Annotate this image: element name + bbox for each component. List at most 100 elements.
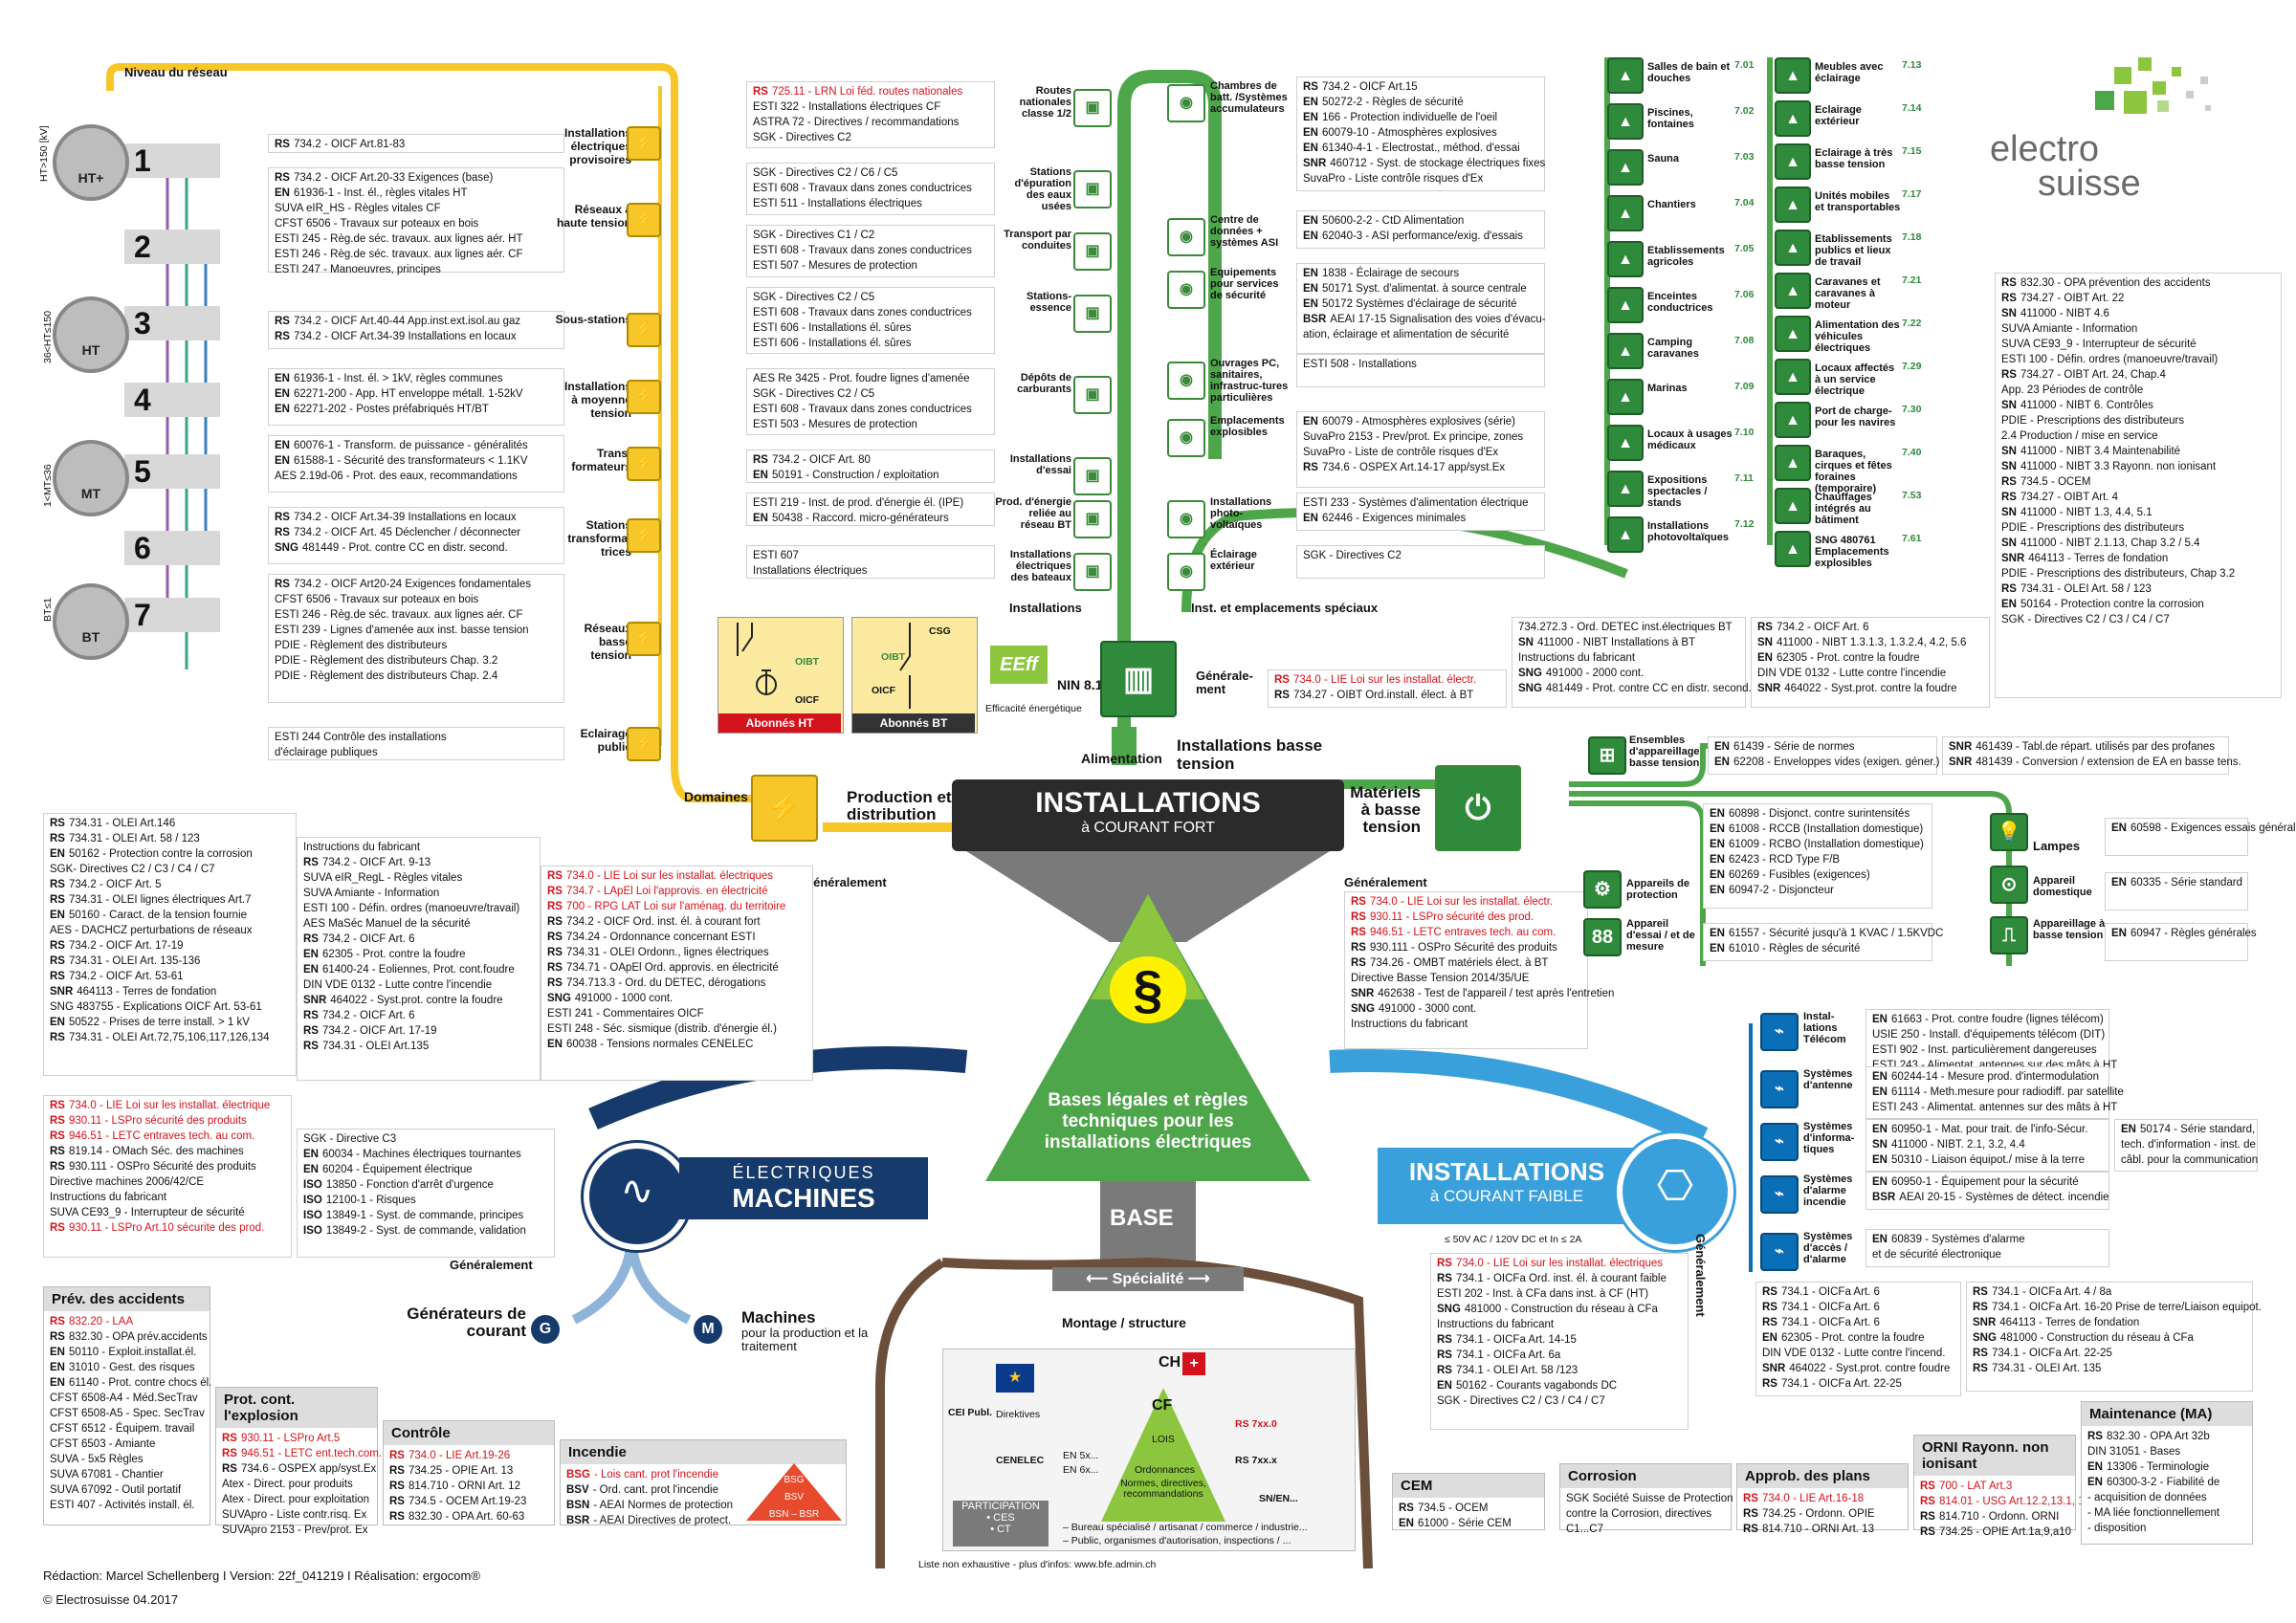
nibt-code-5: 7.06 — [1734, 289, 1755, 300]
nibt-label-21: Chauffages intégrés au bâtiment — [1815, 492, 1872, 526]
reference-line: SGK - Directives C2 / C5 — [753, 290, 988, 305]
reference-text: 60300-3-2 - Fiabilité de — [2106, 1477, 2220, 1488]
electrosuisse-logo: electro suisse — [1990, 48, 2248, 202]
reference-text: 50110 - Exploit.installat.él. — [68, 1347, 197, 1358]
reference-code: SN — [2001, 446, 2017, 457]
nibt-icon-20: ▲ — [1775, 445, 1811, 481]
reference-text: 832.30 - OPA Art. 60-63 — [408, 1511, 525, 1523]
reference-text: 61936-1 - Inst. él. > 1kV, règles commun… — [293, 373, 503, 384]
reference-line: AES MaSéc Manuel de la sécurité — [303, 916, 534, 932]
box-title: Prot. cont. l'explosion — [216, 1388, 377, 1428]
machines-title-box[interactable]: ÉLECTRIQUES MACHINES — [679, 1157, 928, 1219]
reference-text: 930.111 - OSPro Sécurité des produits — [1369, 942, 1557, 954]
reference-line: ESTI 100 - Défin. ordres (manoeuvre/trav… — [2001, 352, 2275, 367]
reference-line: ESTI 246 - Règ.de séc. travaux. aux lign… — [275, 247, 558, 262]
installations-courant-fort[interactable]: INSTALLATIONS à COURANT FORT — [952, 779, 1344, 851]
special-label-2: Equipements pour services de sécurité — [1210, 267, 1279, 301]
nibt-code-6: 7.08 — [1734, 335, 1755, 346]
nibt-code-9: 7.11 — [1734, 472, 1754, 484]
reference-text: 734.25 - Ordonn. OPIE — [1761, 1508, 1875, 1520]
reference-text: 491000 - 3000 cont. — [1378, 1003, 1477, 1015]
reference-line: ESTI 244 Contrôle des installations — [275, 730, 558, 745]
reference-text: 464022 - Syst.prot. contre la foudre — [1784, 683, 1957, 694]
faible-label-3: Systèmes d'alarme incendie — [1803, 1173, 1853, 1208]
reference-line: SUVA Amiante - Information — [2001, 321, 2275, 337]
reference-line: SuvaPro - Liste contrôle risques d'Ex — [1303, 171, 1538, 186]
nibt-icon-2: ▲ — [1607, 149, 1644, 186]
reference-code: RS — [1973, 1348, 1988, 1359]
reference-line: SUVA CE93_9 - Interrupteur de sécurité — [50, 1205, 285, 1220]
reference-text: ESTI 608 - Travaux dans zones conductric… — [753, 307, 972, 318]
reference-code: EN — [275, 373, 290, 384]
reference-line: DIN 31051 - Bases — [2087, 1444, 2246, 1459]
reference-code: RS — [1274, 690, 1290, 701]
faible-icon-1: ⌁ — [1760, 1070, 1799, 1108]
reference-text: 734.6 - OSPEX Art.14-17 app/syst.Ex — [1321, 462, 1506, 473]
abonnes-bt-icon — [899, 623, 911, 709]
reference-text: 62305 - Prot. contre la foudre — [1780, 1332, 1925, 1344]
reference-text: ESTI 902 - Inst. particulièrement danger… — [1872, 1044, 2097, 1056]
faible-icon-0: ⌁ — [1760, 1013, 1799, 1051]
network-label-2: Sous-stations — [555, 313, 631, 326]
reference-code: RS — [1274, 674, 1290, 686]
reference-code: SNR — [1949, 757, 1973, 768]
reference-text: 734.0 - LIE Loi sur les installat. élect… — [565, 870, 774, 882]
general-lt-block-2: 734.272.3 - Ord. DETEC inst.électriques … — [1512, 617, 1752, 708]
domaines-label: Domaines — [684, 789, 748, 804]
reference-text: 60950-1 - Mat. pour trait. de l'info-Séc… — [1890, 1124, 2088, 1135]
reference-code: SNG — [1518, 668, 1542, 679]
reference-text: 734.31 - OLEI lignes électriques Art.7 — [68, 894, 252, 906]
nibt-code-14: 7.17 — [1902, 188, 1922, 200]
reference-code: EN — [1710, 839, 1725, 850]
box-title: Contrôle — [384, 1421, 554, 1445]
rs-x-label: RS 7xx.x — [1235, 1455, 1277, 1466]
special-icon-6: ◉ — [1167, 553, 1205, 591]
reference-code: EN — [2111, 928, 2127, 939]
nibt-icon-17: ▲ — [1775, 316, 1811, 352]
reference-text: ESTI 246 - Règ.de séc. travaux. aux lign… — [275, 249, 523, 260]
nibt-label-8: Locaux à usages médicaux — [1647, 428, 1733, 451]
reference-line: ESTI 608 - Travaux dans zones conductric… — [753, 243, 988, 258]
reference-text: 460712 - Syst. de stockage électriques f… — [1330, 158, 1546, 169]
reference-text: 832.30 - OPA prévention des accidents — [2020, 277, 2211, 289]
reference-line: AES 2.19d-06 - Prot. des eaux, recommand… — [275, 469, 558, 484]
installation-block-4: AES Re 3425 - Prot. foudre lignes d'amen… — [746, 368, 995, 435]
incendie-p3: BSN – BSR — [769, 1509, 819, 1520]
specialite-arrows-right-icon: ⟶ — [1183, 1271, 1210, 1287]
liste-note: Liste non exhaustive - plus d'infos: www… — [918, 1559, 1157, 1570]
courant-faible-box[interactable]: INSTALLATIONS à COURANT FAIBLE — [1378, 1148, 1636, 1224]
reference-text: 946.51 - LETC entraves tech. au com. — [68, 1130, 255, 1142]
oibt-label-ht: OIBT — [795, 656, 820, 668]
reference-code: EN — [1872, 1176, 1888, 1188]
reference-text: 50522 - Prises de terre install. > 1 kV — [68, 1017, 250, 1028]
direktives-label: Direktives — [996, 1409, 1041, 1420]
reference-code: RS — [1920, 1480, 1935, 1492]
reference-text: câbl. pour la communication — [2121, 1154, 2259, 1166]
reference-line: CFST 6508-A4 - Méd.SecTrav — [50, 1391, 204, 1406]
reference-text: ESTI 243 - Alimentat. antennes sur des m… — [1872, 1102, 2118, 1113]
installation-icon-5: ▣ — [1073, 457, 1112, 495]
special-label-5: Installations photo-voltaïques — [1210, 496, 1272, 531]
